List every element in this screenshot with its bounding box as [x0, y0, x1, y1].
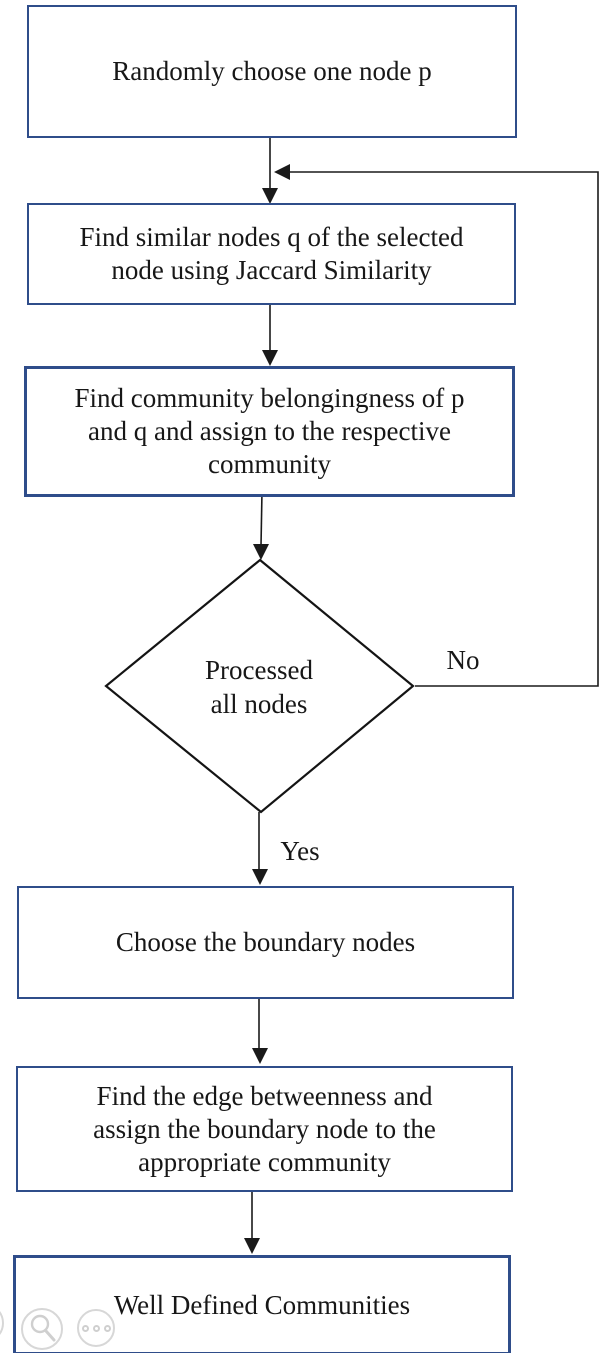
- node-text-line: and q and assign to the respective: [88, 416, 451, 446]
- arrowhead-loop-left: [274, 164, 290, 180]
- node-text-line: Randomly choose one node p: [112, 56, 432, 86]
- node-text-line: Processed: [205, 655, 313, 685]
- arrowhead-into-decision: [253, 544, 269, 560]
- zoom-button[interactable]: [21, 1308, 63, 1350]
- loop-line-no-branch: [290, 171, 599, 687]
- ellipsis-dot: [81, 1324, 89, 1332]
- flowchart-node-decision-diamond: [104, 558, 415, 814]
- node-text-line: all nodes: [210, 689, 308, 719]
- arrowhead-into-betweenness: [252, 1048, 268, 1064]
- node-text-line: assign the boundary node to the: [93, 1113, 436, 1144]
- flowchart-node-edge-betweenness: Find the edge betweenness and assign the…: [16, 1066, 513, 1192]
- flowchart-node-choose-node: Randomly choose one node p: [27, 5, 517, 138]
- more-options-button[interactable]: [77, 1309, 115, 1347]
- flowchart-node-decision-text: Processed all nodes: [159, 653, 359, 721]
- node-text-line: Find similar nodes q of the selected: [79, 222, 464, 252]
- flowchart-node-assign-community: Find community belongingness of p and q …: [24, 366, 515, 497]
- arrowhead-into-assign: [262, 350, 278, 366]
- edge-label-yes: Yes: [280, 836, 320, 866]
- ellipsis-dot: [103, 1324, 111, 1332]
- arrowhead-into-choose-boundary: [252, 869, 268, 885]
- node-text-line: Find community belongingness of p: [74, 383, 465, 413]
- node-text-line: Choose the boundary nodes: [115, 927, 416, 957]
- node-text-line: Find the edge betweenness and: [96, 1080, 433, 1111]
- magnifier-icon: [30, 1314, 56, 1342]
- arrowhead-into-find-similar: [262, 188, 278, 204]
- node-text-line: node using Jaccard Similarity: [111, 255, 432, 285]
- flowchart-node-find-similar: Find similar nodes q of the selected nod…: [27, 203, 516, 305]
- arrowhead-into-result: [244, 1238, 260, 1254]
- arrow-line-assign-to-decision: [260, 490, 263, 547]
- node-text-line: appropriate community: [138, 1146, 391, 1177]
- node-text-line: Well Defined Communities: [113, 1289, 411, 1320]
- edge-label-no: No: [446, 645, 480, 675]
- node-text-line: community: [208, 449, 331, 479]
- ellipsis-dot: [92, 1324, 100, 1332]
- ellipsis-icon: [79, 1311, 113, 1345]
- flowchart-node-choose-boundary: Choose the boundary nodes: [17, 886, 514, 999]
